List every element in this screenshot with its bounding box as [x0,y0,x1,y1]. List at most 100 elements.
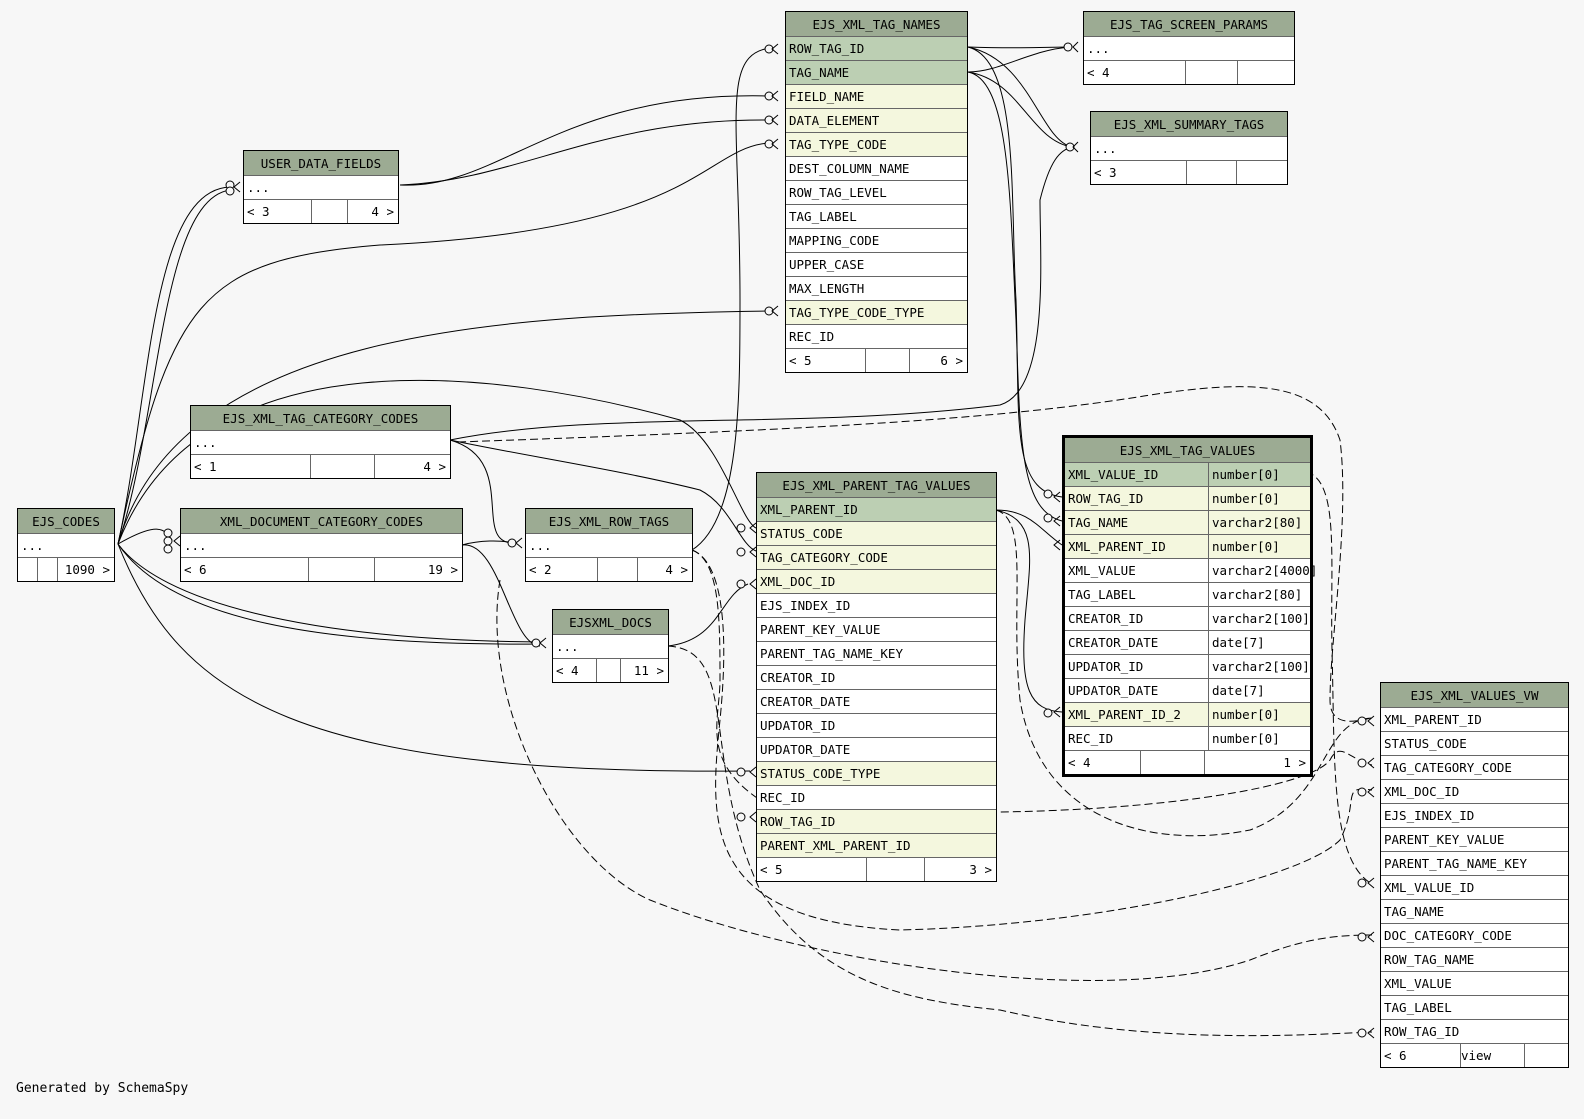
parents-count[interactable]: < 5 [757,858,867,881]
table-ejs-xml-summary-tags[interactable]: EJS_XML_SUMMARY_TAGS...< 3 [1090,111,1288,185]
column-parent-key-value[interactable]: PARENT_KEY_VALUE [1381,827,1568,851]
children-count[interactable]: 6 > [940,353,963,368]
column-rec-id[interactable]: REC_ID [786,324,967,348]
table-ejs-xml-row-tags[interactable]: EJS_XML_ROW_TAGS...< 2 4 > [525,508,693,582]
parents-count[interactable]: < 5 [786,349,866,372]
parents-count[interactable]: < 3 [244,200,312,223]
column-row-tag-level[interactable]: ROW_TAG_LEVEL [786,180,967,204]
column-status-code[interactable]: STATUS_CODE [757,521,996,545]
column-dest-column-name[interactable]: DEST_COLUMN_NAME [786,156,967,180]
column-parent-tag-name-key[interactable]: PARENT_TAG_NAME_KEY [1381,851,1568,875]
table-header[interactable]: EJS_XML_TAG_VALUES [1065,438,1310,462]
table-header[interactable]: EJS_XML_SUMMARY_TAGS [1091,112,1287,136]
column-tag-category-code[interactable]: TAG_CATEGORY_CODE [757,545,996,569]
children-count[interactable]: 19 > [427,562,458,577]
table-user-data-fields[interactable]: USER_DATA_FIELDS...< 3 4 > [243,150,399,224]
children-count[interactable] [1525,1044,1568,1067]
column-row-tag-name[interactable]: ROW_TAG_NAME [1381,947,1568,971]
column-tag-category-code[interactable]: TAG_CATEGORY_CODE [1381,755,1568,779]
column-ejs-index-id[interactable]: EJS_INDEX_ID [757,593,996,617]
column-tag-name[interactable]: TAG_NAME [1381,899,1568,923]
column-ellipsis[interactable]: ... [181,533,462,557]
column-tag-label[interactable]: TAG_LABEL [1381,995,1568,1019]
parents-count[interactable]: < 4 [553,659,597,682]
column-xml-value-id[interactable]: XML_VALUE_ID [1381,875,1568,899]
children-count[interactable]: 4 > [665,562,688,577]
children-count[interactable]: 1090 > [64,562,110,577]
table-ejs-xml-tag-category-codes[interactable]: EJS_XML_TAG_CATEGORY_CODES...< 1 4 > [190,405,451,479]
column-tag-label[interactable]: TAG_LABEL [786,204,967,228]
parents-count[interactable]: < 1 [191,455,311,478]
column-xml-value[interactable]: XML_VALUE [1381,971,1568,995]
column-ellipsis[interactable]: ... [1084,36,1294,60]
table-header[interactable]: EJS_TAG_SCREEN_PARAMS [1084,12,1294,36]
column-xml-parent-id[interactable]: XML_PARENT_ID [1381,707,1568,731]
column-tag-name[interactable]: TAG_NAME [786,60,967,84]
table-header[interactable]: EJS_XML_TAG_NAMES [786,12,967,36]
children-count[interactable]: 11 > [633,663,664,678]
column-parent-key-value[interactable]: PARENT_KEY_VALUE [757,617,996,641]
column-updator-id[interactable]: UPDATOR_ID [757,713,996,737]
children-count[interactable] [1238,61,1294,84]
table-header[interactable]: EJS_XML_ROW_TAGS [526,509,692,533]
column-rec-id[interactable]: REC_ID [757,785,996,809]
table-header[interactable]: USER_DATA_FIELDS [244,151,398,175]
parents-count[interactable]: < 3 [1091,161,1187,184]
table-header[interactable]: EJSXML_DOCS [553,610,668,634]
parents-count[interactable]: < 2 [526,558,598,581]
parents-count[interactable] [18,558,38,581]
column-ejs-index-id[interactable]: EJS_INDEX_ID [1381,803,1568,827]
column-row-tag-id[interactable]: ROW_TAG_ID [786,36,967,60]
column-ellipsis[interactable]: ... [244,175,398,199]
children-count[interactable]: 4 > [423,459,446,474]
children-count[interactable]: 3 > [969,862,992,877]
column-row-tag-id[interactable]: ROW_TAG_ID [1381,1019,1568,1043]
column-tag-type-code-type[interactable]: TAG_TYPE_CODE_TYPE [786,300,967,324]
table-ejsxml-docs[interactable]: EJSXML_DOCS...< 4 11 > [552,609,669,683]
column-row-tag-id[interactable]: ROW_TAG_ID [757,809,996,833]
column-xml-parent-id[interactable]: XML_PARENT_ID [757,497,996,521]
column-parent-tag-name-key[interactable]: PARENT_TAG_NAME_KEY [757,641,996,665]
children-count[interactable]: 4 > [371,204,394,219]
column-creator-date[interactable]: CREATOR_DATE [757,689,996,713]
table-header[interactable]: EJS_XML_TAG_CATEGORY_CODES [191,406,450,430]
table-header[interactable]: EJS_XML_PARENT_TAG_VALUES [757,473,996,497]
parents-count[interactable]: < 6 [1381,1044,1461,1067]
column-ellipsis[interactable]: ... [191,430,450,454]
table-header[interactable]: EJS_CODES [18,509,114,533]
table-header[interactable]: EJS_XML_VALUES_VW [1381,683,1568,707]
column-ellipsis[interactable]: ... [526,533,692,557]
column-upper-case[interactable]: UPPER_CASE [786,252,967,276]
column-status-code[interactable]: STATUS_CODE [1381,731,1568,755]
column-status-code-type[interactable]: STATUS_CODE_TYPE [757,761,996,785]
column-mapping-code[interactable]: MAPPING_CODE [786,228,967,252]
column-parent-xml-parent-id[interactable]: PARENT_XML_PARENT_ID [757,833,996,857]
column-tag-type-code[interactable]: TAG_TYPE_CODE [786,132,967,156]
table-ejs-codes[interactable]: EJS_CODES... 1090 > [17,508,115,582]
column-max-length[interactable]: MAX_LENGTH [786,276,967,300]
column-ellipsis[interactable]: ... [1091,136,1287,160]
column-ellipsis[interactable]: ... [18,533,114,557]
column-field-name[interactable]: FIELD_NAME [786,84,967,108]
column-xml-doc-id[interactable]: XML_DOC_ID [757,569,996,593]
children-count[interactable]: 1 > [1283,755,1306,770]
column-updator-date[interactable]: UPDATOR_DATE [757,737,996,761]
column-ellipsis[interactable]: ... [553,634,668,658]
parents-count[interactable]: < 4 [1084,61,1186,84]
column-creator-id[interactable]: CREATOR_ID [757,665,996,689]
